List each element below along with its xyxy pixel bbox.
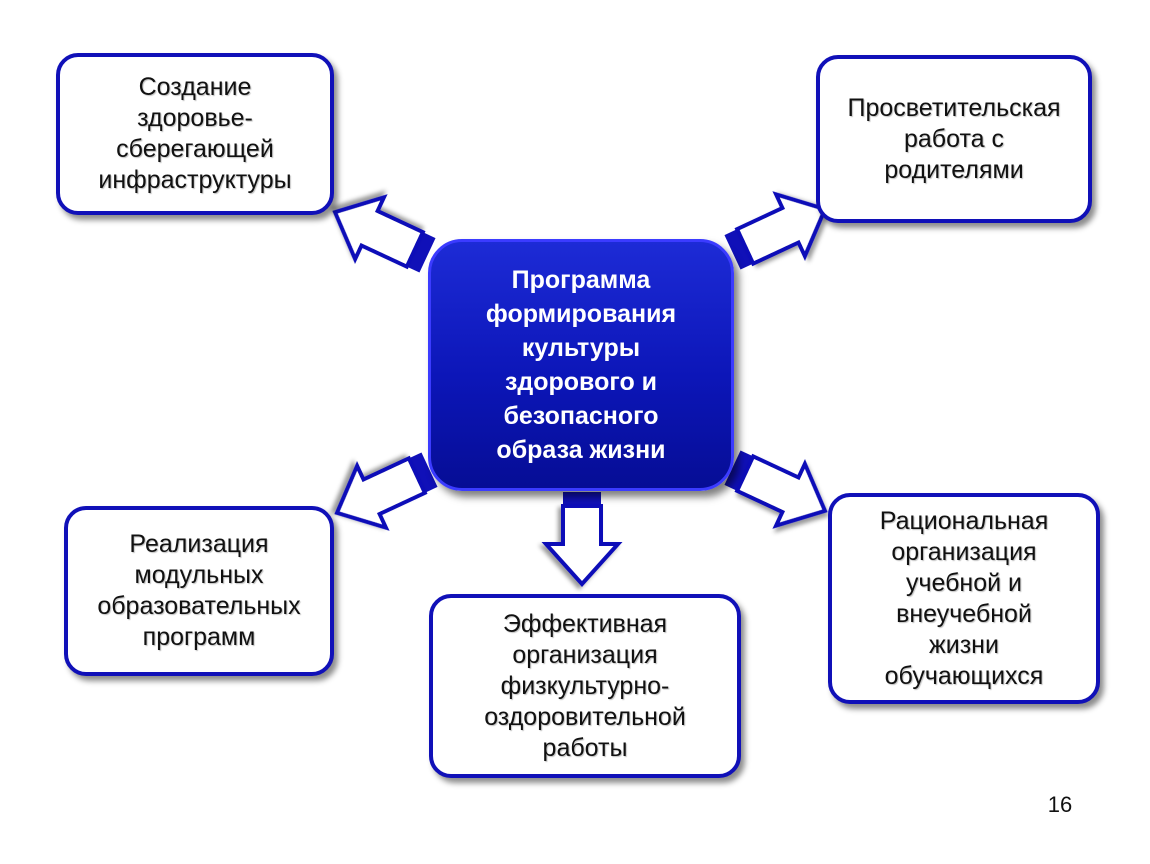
node-modular-programs: Реализация модульных образовательных про… — [64, 506, 334, 676]
arrow-to-bottom-left — [334, 452, 438, 531]
node-parents-education: Просветительская работа с родителями — [816, 55, 1092, 223]
page-number: 16 — [1047, 792, 1073, 817]
center-program-label: Программа формирования культуры здоровог… — [485, 266, 677, 464]
node-physical-education: Эффективная организация физкультурно- оз… — [429, 594, 741, 778]
node-infrastructure: Создание здоровье- сберегающей инфрастру… — [56, 53, 334, 215]
arrow-to-top-left — [332, 194, 436, 273]
node-parents-education-label: Просветительская работа с родителями — [847, 93, 1061, 184]
arrow-to-bottom — [541, 492, 623, 587]
node-physical-education-label: Эффективная организация физкультурно- оз… — [484, 609, 686, 762]
node-infrastructure-label: Создание здоровье- сберегающей инфрастру… — [98, 73, 292, 194]
node-modular-programs-label: Реализация модульных образовательных про… — [97, 530, 301, 651]
node-rational-organization-label: Рациональная организация учебной и внеуч… — [879, 506, 1049, 690]
node-rational-organization: Рациональная организация учебной и внеуч… — [828, 493, 1100, 704]
arrow-to-bottom-right — [724, 450, 828, 529]
center-program-node: Программа формирования культуры здоровог… — [428, 239, 734, 491]
arrow-to-top-right — [724, 191, 828, 270]
